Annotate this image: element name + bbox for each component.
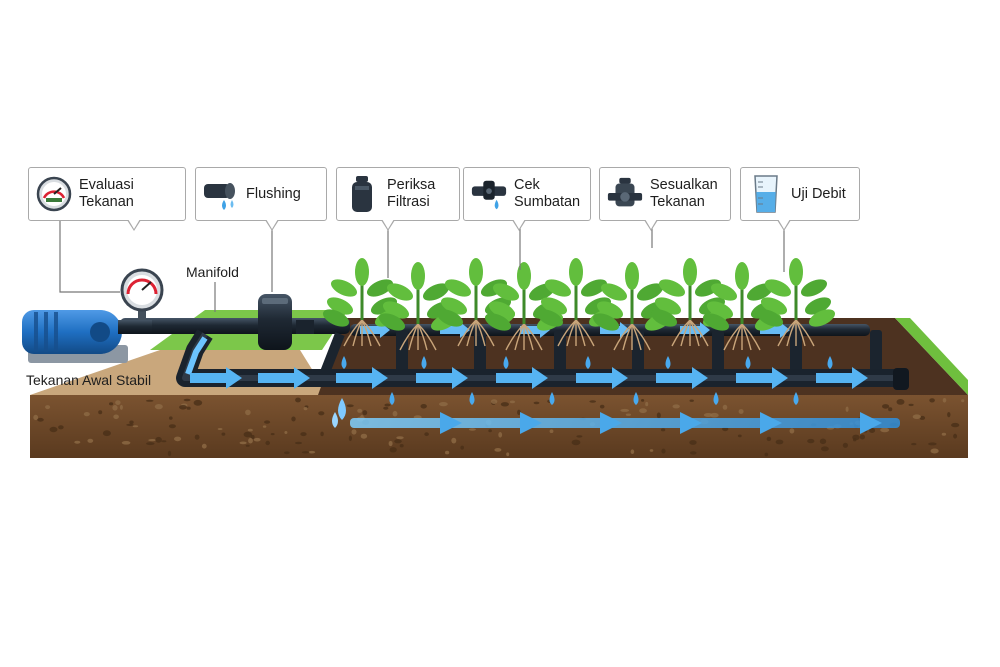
flow-arrow-icon [336,367,388,389]
underground-arrow-icon [520,412,542,434]
drip-drops [341,356,833,405]
callout-flushing: Flushing [195,167,327,221]
pipe-flush-icon [202,173,240,215]
underground-arrow-icon [760,412,782,434]
water-drop-icon [793,392,799,405]
water-drop-icon [421,356,427,369]
callout-label: Sesualkan Tekanan [650,177,718,210]
callout-evaluasi-tekanan: Evaluasi Tekanan [28,167,186,221]
callout-periksa-filtrasi: Periksa Filtrasi [336,167,460,221]
pressure-regulator-icon [606,173,644,215]
callout-tail [265,219,279,231]
valve-drip-icon [470,173,508,215]
callout-label: Cek Sumbatan [514,177,581,210]
flow-arrow-icon [816,367,868,389]
callout-tail [512,219,526,231]
water-drop-icon [549,392,555,405]
callout-label: Flushing [246,185,301,202]
flow-arrow-icon [656,367,708,389]
water-drop-icon [665,356,671,369]
water-drop-icon [469,392,475,405]
callout-leaders [59,221,785,312]
callout-sesualkan-tekanan: Sesualkan Tekanan [599,167,731,221]
plant [756,258,836,347]
water-drop-icon [633,392,639,405]
callout-label: Uji Debit [791,185,846,202]
flow-arrow-icon [416,367,468,389]
manifold-label: Manifold [186,264,239,280]
measuring-beaker-icon [747,173,785,215]
water-drop-icon [827,356,833,369]
pressure-gauge-icon [120,268,164,320]
callout-uji-debit: Uji Debit [740,167,860,221]
manifold-filter-icon [258,294,314,350]
filter-canister-icon [343,173,381,215]
callout-tail [127,219,141,231]
water-drop-icon [341,356,347,369]
flow-arrow-icon [496,367,548,389]
flow-arrow-icon [736,367,788,389]
water-drop-icon [503,356,509,369]
callout-label: Periksa Filtrasi [387,177,436,210]
crop-plants [322,258,836,351]
initial-pressure-label: Tekanan Awal Stabil [26,372,152,388]
flow-arrow-icon [190,367,242,389]
callout-label: Evaluasi Tekanan [79,177,134,210]
underground-arrow-icon [860,412,882,434]
bed-grass-edge [895,318,968,395]
callout-tail [644,219,658,231]
underground-arrow-icon [440,412,462,434]
flow-arrow-icon [258,367,310,389]
water-drop-icon [713,392,719,405]
callout-cek-sumbatan: Cek Sumbatan [463,167,591,221]
callout-tail [381,219,395,231]
water-pump [22,310,152,363]
underground-arrow-icon [600,412,622,434]
water-drop-icon [585,356,591,369]
flow-arrow-icon [576,367,628,389]
underground-flow [332,398,900,434]
water-drop-icon [745,356,751,369]
flow-bend [185,336,208,376]
underground-arrow-icon [680,412,702,434]
callout-tail [777,219,791,231]
seep-drop-icon [338,398,346,420]
pressure-gauge-icon [35,173,73,215]
water-drop-icon [389,392,395,405]
